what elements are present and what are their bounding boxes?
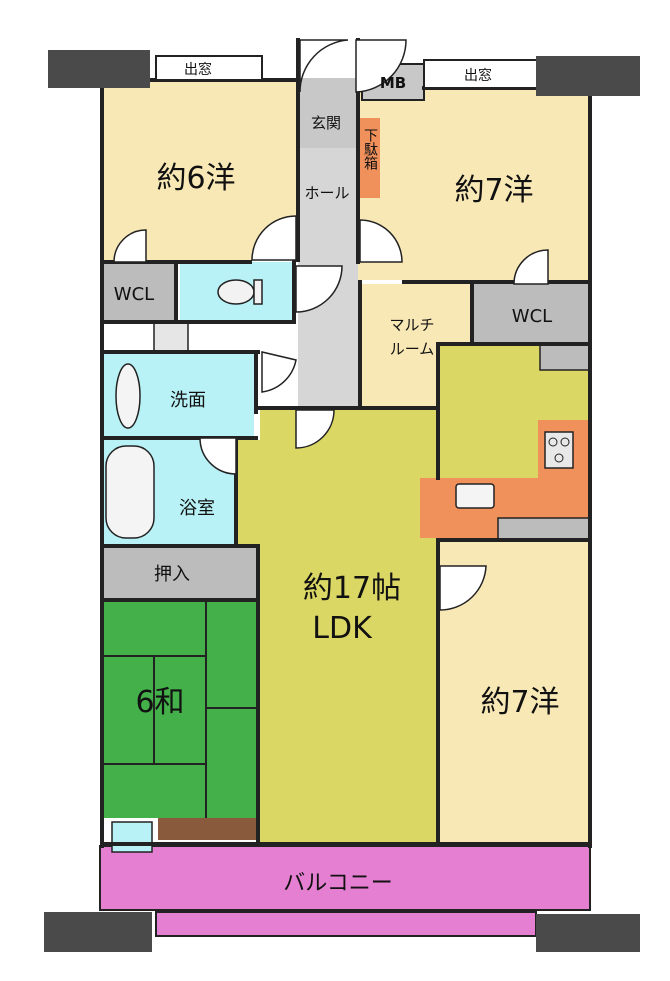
fridge-space xyxy=(539,343,591,371)
wcl-right xyxy=(474,284,590,344)
balcony xyxy=(99,845,591,911)
label-bay-window-right: 出窓 xyxy=(464,67,492,84)
ac-unit xyxy=(111,821,153,853)
label-japanese-6: 6和 xyxy=(135,685,184,720)
wcl-left xyxy=(102,262,174,322)
sink xyxy=(455,483,495,509)
toilet-tank xyxy=(253,279,263,305)
label-western-6: 約6洋 xyxy=(156,161,235,196)
bay-window-left xyxy=(155,55,263,81)
label-oshiire: 押入 xyxy=(154,564,190,585)
label-meter-box: MB xyxy=(380,74,406,92)
washer-space xyxy=(153,321,189,353)
pillar-top-right xyxy=(536,56,640,96)
label-western-7-bottom: 約7洋 xyxy=(480,685,559,720)
entrance-floor xyxy=(298,78,356,148)
burner-1 xyxy=(548,437,558,447)
label-shoe-box: 下駄箱 xyxy=(362,128,378,170)
door-swings xyxy=(113,39,549,611)
label-multi-room-1: マルチ xyxy=(389,316,434,334)
label-bay-window-left: 出窓 xyxy=(184,61,212,78)
pillar-bottom-left xyxy=(44,912,152,952)
label-wcl-left: WCL xyxy=(114,284,154,305)
label-ldk-name: LDK xyxy=(312,611,373,646)
label-multi-room-2: ルーム xyxy=(390,340,435,358)
washbasin xyxy=(115,363,141,429)
label-washroom: 洗面 xyxy=(170,390,206,411)
pillar-top-left xyxy=(48,50,150,88)
label-western-7-top: 約7洋 xyxy=(454,173,533,208)
tokonoma xyxy=(158,818,256,840)
cooktop xyxy=(544,431,574,469)
label-entrance: 玄関 xyxy=(311,114,341,132)
burner-2 xyxy=(560,437,570,447)
oshiire xyxy=(102,548,258,598)
balcony-lower-strip xyxy=(155,911,537,937)
label-ldk-size: 約17帖 xyxy=(303,571,401,606)
tatami-lines xyxy=(102,600,260,818)
label-balcony: バルコニー xyxy=(283,871,393,896)
pillar-bottom-right xyxy=(536,914,640,952)
burner-3 xyxy=(554,453,564,463)
bathtub xyxy=(105,445,155,539)
kitchen-back-cabinet xyxy=(497,517,591,541)
label-wcl-right: WCL xyxy=(512,306,552,327)
ldk-floor xyxy=(236,410,438,842)
bay-window-right xyxy=(423,59,539,89)
toilet-bowl xyxy=(217,279,255,305)
label-hall: ホール xyxy=(304,184,349,202)
label-bathroom: 浴室 xyxy=(179,498,215,519)
shoe-box xyxy=(358,118,380,198)
